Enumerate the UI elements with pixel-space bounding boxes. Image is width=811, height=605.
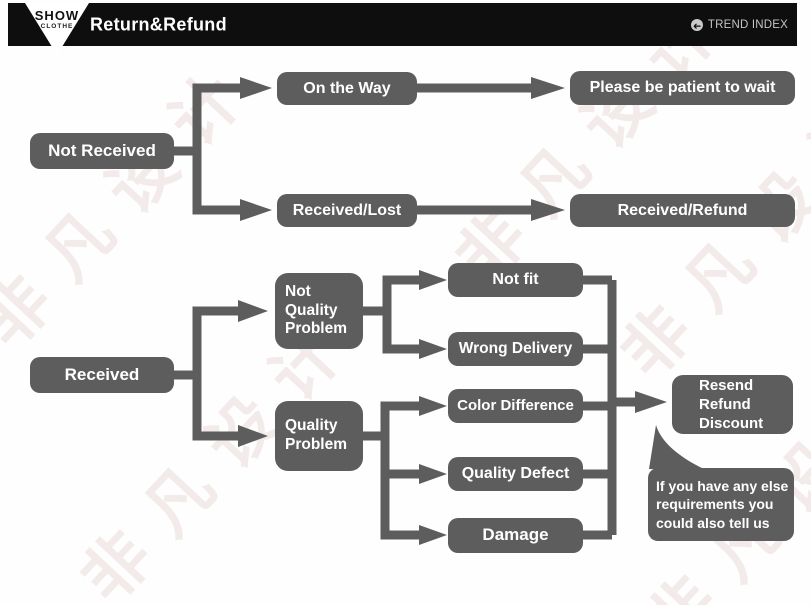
node-not-quality-problem: Not Quality Problem xyxy=(275,273,363,349)
trend-index-label: TREND INDEX xyxy=(707,18,788,31)
header-bar: SHOW CLOTHE Return&Refund ➜ TREND INDEX xyxy=(8,3,797,55)
node-resend-refund-discount: Resend Refund Discount xyxy=(672,375,793,434)
node-please-be-patient: Please be patient to wait xyxy=(570,71,795,105)
brand-logo-subtext: CLOTHE xyxy=(40,23,74,30)
node-quality-defect: Quality Defect xyxy=(448,457,583,491)
trend-index-group: ➜ TREND INDEX xyxy=(690,18,788,31)
node-not-received: Not Received xyxy=(30,133,174,169)
node-color-difference: Color Difference xyxy=(448,389,583,423)
page-title: Return&Refund xyxy=(90,14,227,34)
node-received-refund: Received/Refund xyxy=(570,194,795,227)
node-quality-problem: Quality Problem xyxy=(275,401,363,471)
node-not-fit: Not fit xyxy=(448,263,583,297)
node-received-lost: Received/Lost xyxy=(277,194,417,227)
node-on-the-way: On the Way xyxy=(277,72,417,105)
node-damage: Damage xyxy=(448,518,583,553)
circle-arrow-icon: ➜ xyxy=(690,18,703,31)
node-received: Received xyxy=(30,357,174,393)
node-wrong-delivery: Wrong Delivery xyxy=(448,332,583,366)
note-bubble: If you have any else requirements you co… xyxy=(648,468,794,541)
brand-logo-text: SHOW xyxy=(34,8,80,23)
